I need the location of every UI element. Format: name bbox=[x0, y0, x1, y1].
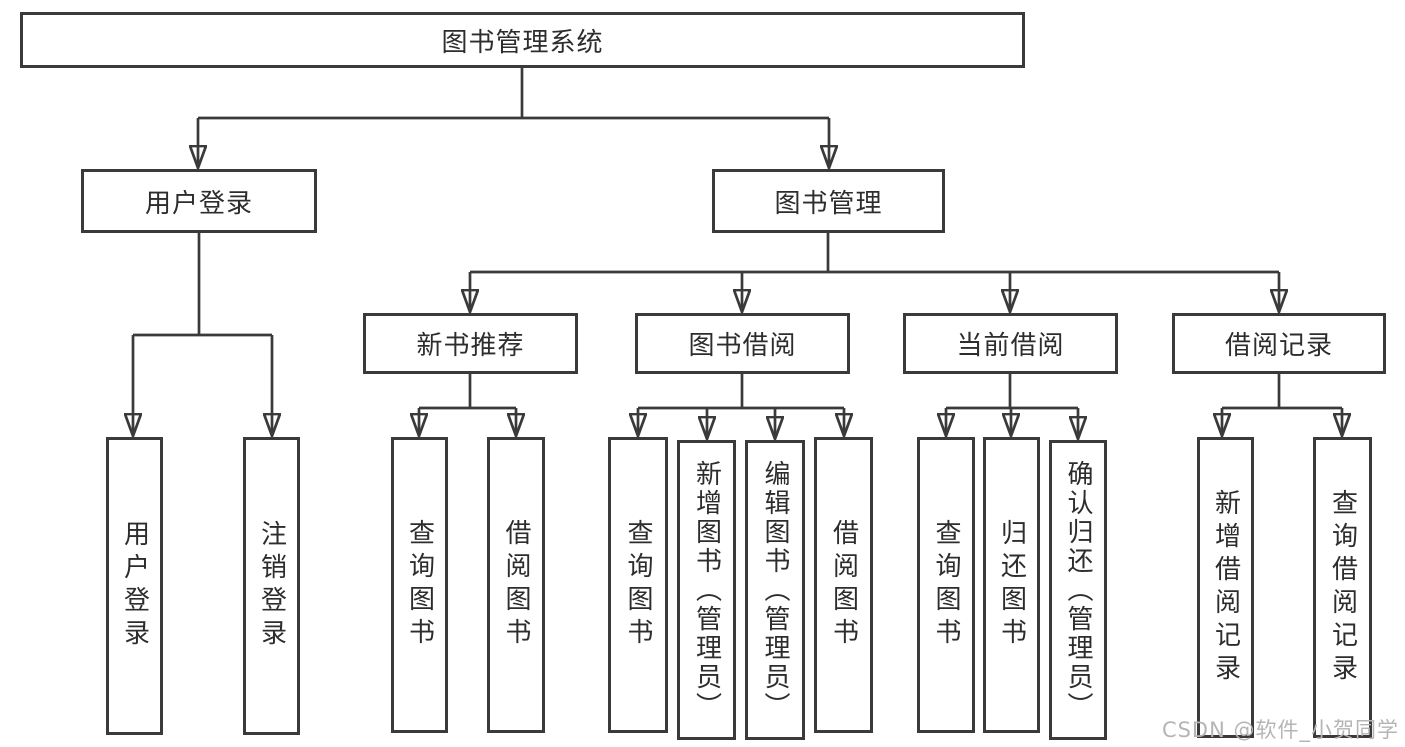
leaf-bb-query-books-label: 查询图书 bbox=[623, 519, 653, 651]
leaf-cb-confirm-return-admin-label: 确认归还（管理员） bbox=[1063, 459, 1093, 721]
node-current-borrow: 当前借阅 bbox=[903, 313, 1118, 374]
node-book-management-system: 图书管理系统 bbox=[20, 12, 1025, 68]
leaf-nbr-query-books-label: 查询图书 bbox=[404, 519, 435, 651]
node-user-login: 用户登录 bbox=[81, 169, 317, 233]
leaf-logout-label: 注销登录 bbox=[256, 520, 287, 652]
leaf-br-add-record: 新增借阅记录 bbox=[1197, 437, 1254, 738]
leaf-br-query-record: 查询借阅记录 bbox=[1313, 437, 1372, 738]
leaf-bb-borrow-books: 借阅图书 bbox=[814, 437, 873, 733]
leaf-cb-query-books: 查询图书 bbox=[917, 437, 975, 733]
leaf-user-login-label: 用户登录 bbox=[119, 520, 150, 652]
leaf-cb-confirm-return-admin: 确认归还（管理员） bbox=[1049, 440, 1107, 740]
leaf-cb-return-books-label: 归还图书 bbox=[996, 519, 1027, 651]
leaf-nbr-query-books: 查询图书 bbox=[391, 437, 448, 733]
leaf-br-add-record-label: 新增借阅记录 bbox=[1210, 488, 1241, 687]
leaf-user-login: 用户登录 bbox=[106, 437, 163, 735]
leaf-bb-add-books-admin: 新增图书（管理员） bbox=[677, 440, 736, 740]
leaf-nbr-borrow-books: 借阅图书 bbox=[487, 437, 545, 733]
csdn-watermark: CSDN @软件_小贺同学 bbox=[1161, 718, 1399, 742]
leaf-nbr-borrow-books-label: 借阅图书 bbox=[501, 519, 531, 651]
leaf-bb-edit-books-admin-label: 编辑图书（管理员） bbox=[760, 459, 790, 721]
leaf-logout: 注销登录 bbox=[243, 437, 300, 735]
leaf-cb-query-books-label: 查询图书 bbox=[931, 519, 961, 651]
leaf-bb-add-books-admin-label: 新增图书（管理员） bbox=[691, 459, 722, 721]
node-book-management: 图书管理 bbox=[712, 169, 945, 233]
node-book-borrow: 图书借阅 bbox=[635, 313, 850, 374]
leaf-bb-borrow-books-label: 借阅图书 bbox=[828, 519, 859, 651]
leaf-br-query-record-label: 查询借阅记录 bbox=[1327, 488, 1358, 687]
leaf-bb-edit-books-admin: 编辑图书（管理员） bbox=[745, 440, 805, 740]
leaf-bb-query-books: 查询图书 bbox=[608, 437, 668, 733]
leaf-cb-return-books: 归还图书 bbox=[983, 437, 1040, 733]
node-new-book-recommend: 新书推荐 bbox=[363, 313, 578, 374]
node-borrow-records: 借阅记录 bbox=[1172, 313, 1386, 374]
